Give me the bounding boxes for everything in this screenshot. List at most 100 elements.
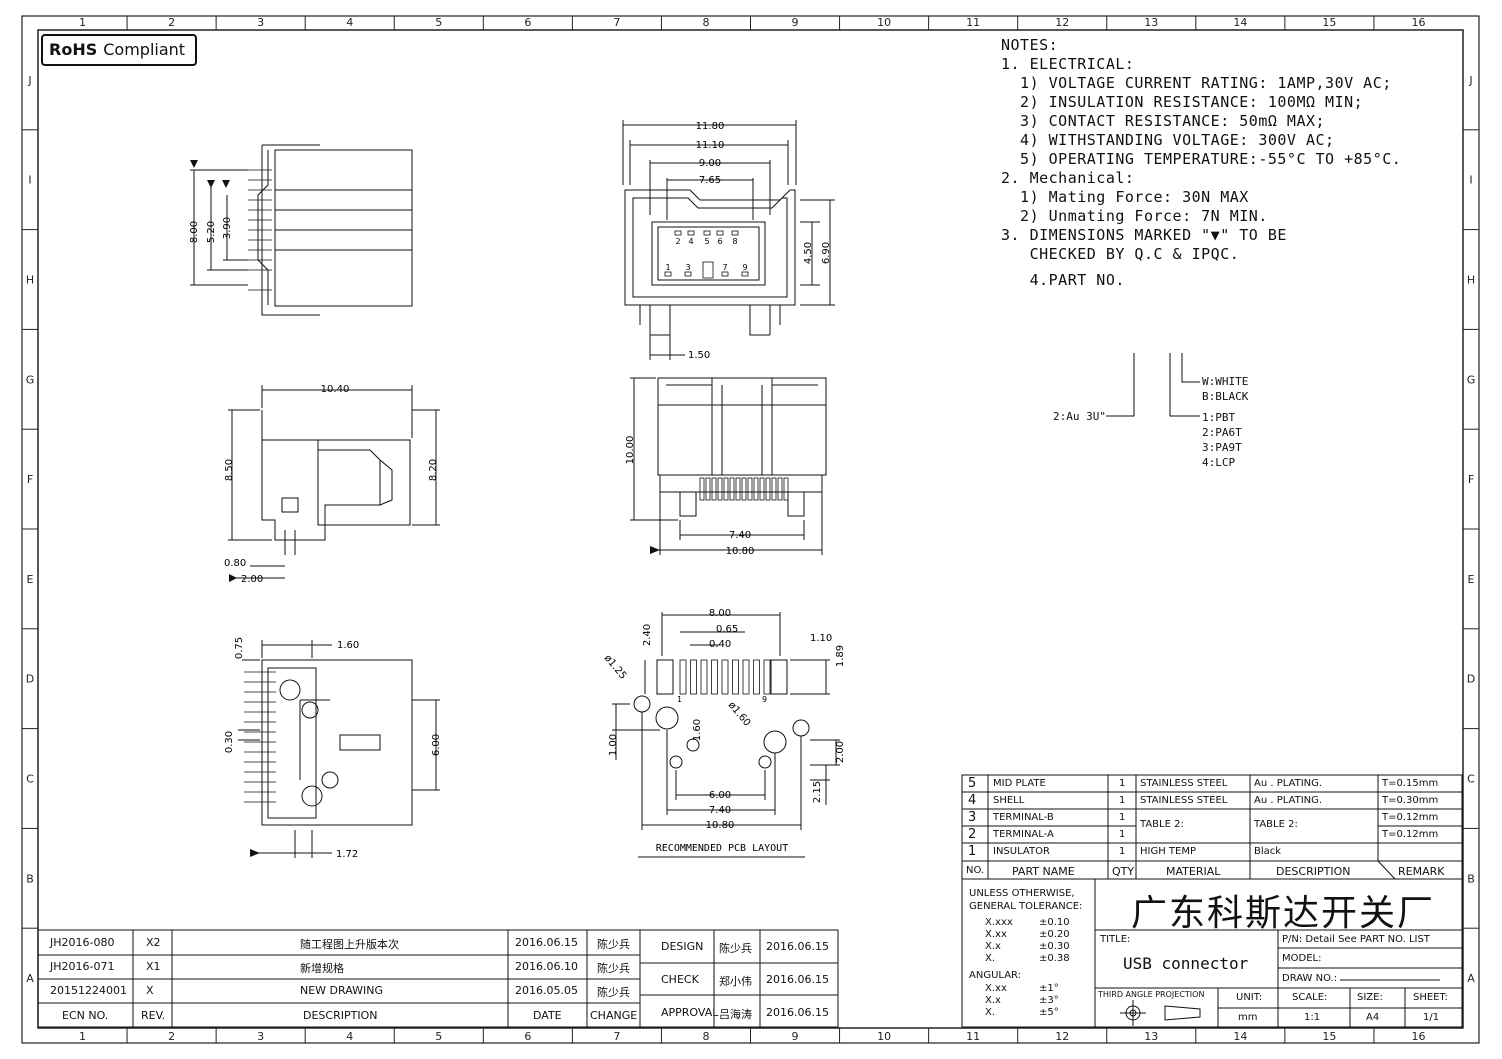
dim-top-0-30: 0.30: [224, 731, 235, 753]
frame-column-number: 11: [966, 1030, 980, 1043]
terminal-pin: [717, 477, 723, 501]
dim-bottom-10-00: 10.00: [625, 436, 636, 465]
part-number-tree: [1106, 353, 1200, 417]
pin-number: 4: [688, 237, 693, 246]
rev-code: X2: [146, 936, 161, 949]
frame-column-number: 1: [79, 1030, 86, 1043]
bom-remark: T=0.30mm: [1382, 795, 1439, 806]
pin-number: 2: [675, 237, 680, 246]
approval-name: 郑小伟: [719, 975, 752, 988]
note-line: 1) Mating Force: 30N MAX: [1001, 188, 1249, 206]
rev-header-description: DESCRIPTION: [303, 1009, 378, 1022]
note-line: 4.PART NO.: [1001, 271, 1125, 289]
bom-description: TABLE 2:: [1254, 819, 1298, 830]
note-line: 3. DIMENSIONS MARKED "▼" TO BE: [1001, 226, 1287, 244]
note-line: 1) VOLTAGE CURRENT RATING: 1AMP,30V AC;: [1001, 74, 1392, 92]
frame-row-letter: H: [26, 274, 34, 287]
dim-left-8-20: 8.20: [428, 459, 439, 481]
frame-row-letter: H: [1467, 274, 1475, 287]
frame-column-number: 7: [613, 16, 620, 29]
dim-pcb-2-40: 2.40: [642, 624, 653, 646]
tolerance-angular-label: ANGULAR:: [969, 970, 1022, 981]
bom-material: STAINLESS STEEL: [1140, 795, 1228, 806]
bom-description: Au . PLATING.: [1254, 778, 1323, 789]
tolerance-row: X.xx±1°: [985, 983, 1059, 995]
tolerance-row: X.x ±3°: [985, 995, 1059, 1007]
frame-row-letter: F: [1468, 473, 1474, 486]
scale-label: SCALE:: [1292, 992, 1328, 1003]
revision-block-lines: [37, 929, 839, 1028]
rev-header-rev: REV.: [141, 1009, 166, 1022]
title-label: TITLE:: [1100, 934, 1131, 945]
bom-remark: T=0.12mm: [1382, 812, 1439, 823]
rev-ecn: 20151224001: [50, 984, 127, 997]
notes-block: NOTES: 1. ELECTRICAL: 1) VOLTAGE CURRENT…: [1001, 36, 1401, 290]
tolerance-format: X.x: [985, 995, 1001, 1006]
bom-part-name: INSULATOR: [993, 846, 1050, 857]
pcb-pin-label: 1: [677, 695, 682, 704]
dim-front-4-50: 4.50: [803, 242, 814, 264]
frame-row-letter: J: [27, 74, 31, 87]
frame-column-number: 9: [792, 16, 799, 29]
rev-date: 2016.05.05: [515, 984, 578, 997]
pcb-pad: [742, 659, 750, 695]
tolerance-value: ±3°: [1039, 995, 1059, 1006]
frame-column-number: 6: [524, 16, 531, 29]
rev-header-change: CHANGE: [590, 1009, 638, 1022]
bom-remark: T=0.15mm: [1382, 778, 1439, 789]
pcb-pad: [690, 659, 697, 695]
pin-number: 9: [742, 263, 747, 272]
bom-header-description: DESCRIPTION: [1276, 865, 1351, 878]
note-line: NOTES:: [1001, 36, 1059, 54]
terminal-pin: [777, 477, 783, 501]
tolerance-value: ±0.10: [1039, 917, 1070, 928]
tolerance-row: X.x±0.30: [985, 941, 1070, 953]
bom-qty: 1: [1119, 795, 1126, 806]
rev-change: 陈少兵: [597, 938, 630, 951]
note-line: 4) WITHSTANDING VOLTAGE: 300V AC;: [1001, 131, 1335, 149]
rev-code: X: [146, 984, 154, 997]
frame-row-letter: C: [1467, 773, 1475, 786]
tolerance-row: X.xx±0.20: [985, 929, 1070, 941]
approval-date: 2016.06.15: [766, 940, 829, 953]
frame-column-number: 5: [435, 1030, 442, 1043]
bom-qty: 1: [1119, 846, 1126, 857]
frame-row-letter: I: [28, 174, 31, 187]
bom-material: HIGH TEMP: [1140, 846, 1197, 857]
pin-number: 5: [704, 237, 709, 246]
pcb-pin-label: 9: [762, 695, 767, 704]
bom-header-qty: QTY: [1112, 865, 1135, 878]
frame-row-letter: F: [27, 473, 33, 486]
frame-column-number: 3: [257, 16, 264, 29]
bom-material: STAINLESS STEEL: [1140, 778, 1228, 789]
tolerance-row: X.xxx±0.10: [985, 917, 1070, 929]
frame-column-number: 8: [702, 16, 709, 29]
color-code: W:WHITE: [1202, 375, 1249, 388]
frame-column-number: 13: [1144, 16, 1158, 29]
rev-code: X1: [146, 960, 161, 973]
front-view: [622, 120, 835, 360]
title-block-lines: [961, 878, 1463, 1028]
dim-left-2-00: 2.00: [241, 574, 263, 585]
rev-header-ecn: ECN NO.: [62, 1009, 109, 1022]
size-label: SIZE:: [1357, 992, 1383, 1003]
title-value: USB connector: [1123, 954, 1249, 973]
pin-number: 3: [685, 263, 690, 272]
bom-item-number: 3: [968, 810, 977, 825]
frame-column-number: 15: [1322, 1030, 1336, 1043]
pin-number: 1: [665, 263, 670, 272]
tolerance-format: X.xx: [985, 929, 1007, 940]
dim-front-9-00: 9.00: [699, 158, 721, 169]
bom-description: Black: [1254, 846, 1282, 857]
rev-description: 新增规格: [300, 962, 344, 975]
pcb-caption: RECOMMENDED PCB LAYOUT: [656, 843, 788, 854]
tolerance-title: UNLESS OTHERWISE,: [969, 888, 1075, 899]
dim-pcb-1-60: 1.60: [692, 719, 703, 741]
bom-remark: T=0.12mm: [1382, 829, 1439, 840]
dim-top-1-60: 1.60: [337, 640, 359, 651]
pcb-pad: [711, 659, 718, 695]
frame-row-letter: G: [26, 373, 35, 386]
dim-pcb-d1-60: ø1.60: [726, 700, 753, 729]
